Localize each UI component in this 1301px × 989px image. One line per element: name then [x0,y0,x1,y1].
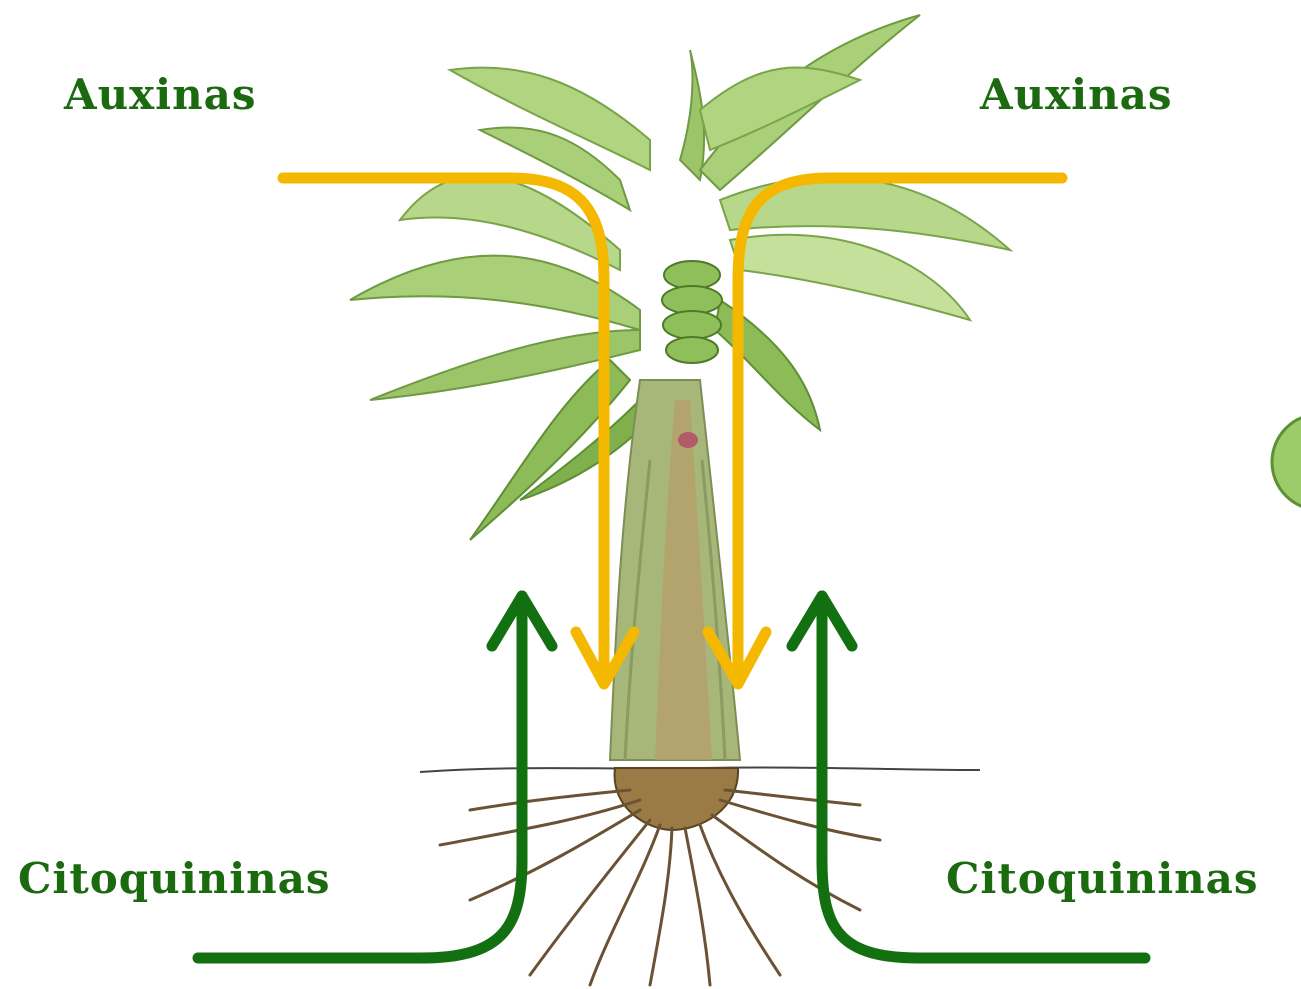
banana-plant-illustration [350,15,1010,985]
cytokinin-arrow-right [822,596,1145,958]
cytokinin-arrow-left [198,596,522,958]
cytokinin-label-right: Citoquininas [946,858,1259,900]
green-circle-icon[interactable] [1272,414,1301,510]
auxin-label-right: Auxinas [980,74,1173,116]
cytokinin-label-left: Citoquininas [18,858,331,900]
auxin-label-left: Auxinas [64,74,257,116]
